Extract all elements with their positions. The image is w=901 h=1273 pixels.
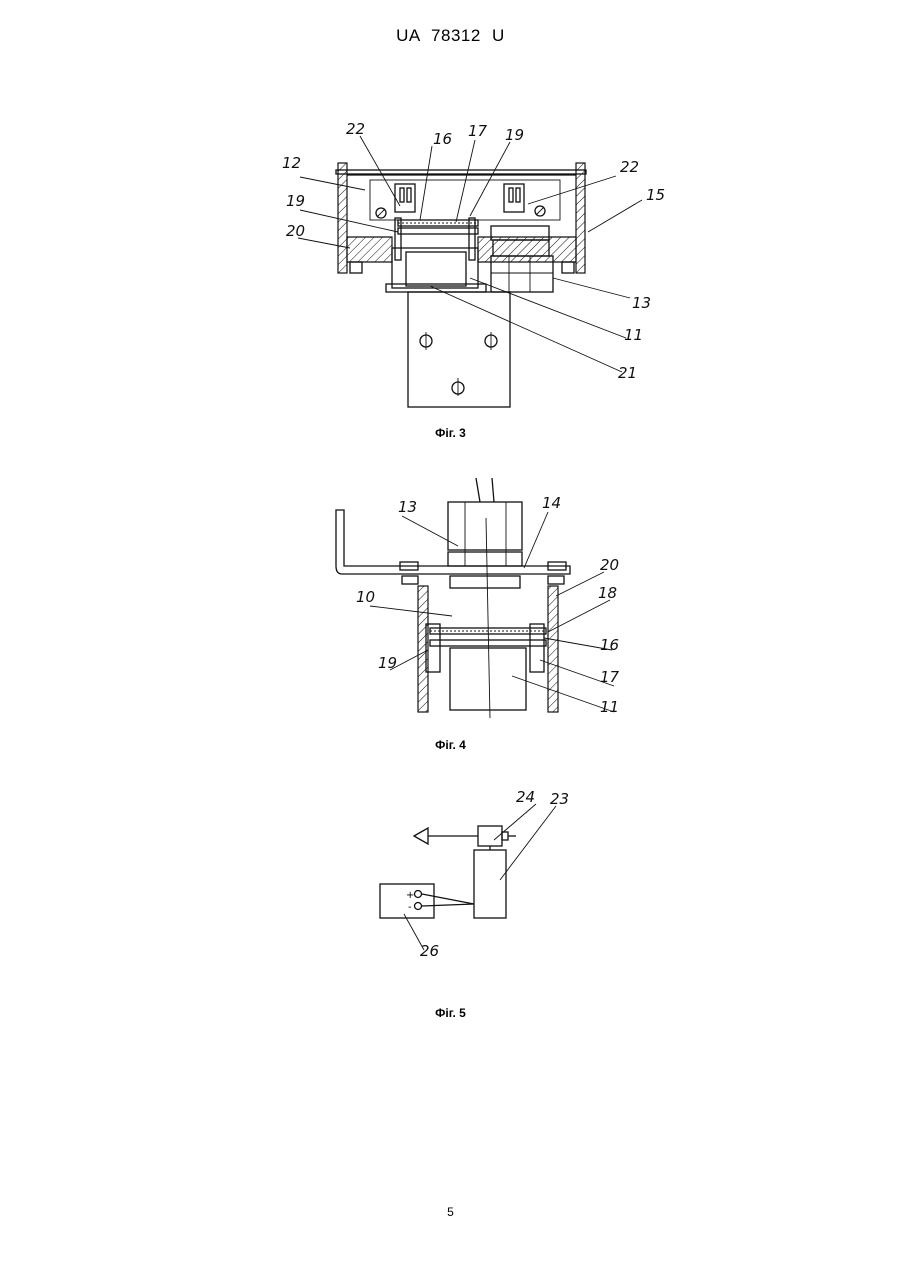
figure-4-drawing: 13 14 20 10 18 16 19 17 11 [336, 478, 620, 718]
fig4-label-13: 13 [398, 498, 417, 516]
fig3-label-22-left: 22 [346, 120, 365, 138]
fig3-label-12: 12 [282, 154, 301, 172]
fig3-label-19-left: 19 [286, 192, 305, 210]
fig5-label-23: 23 [550, 790, 569, 808]
fig3-label-13: 13 [632, 294, 651, 312]
fig4-label-18: 18 [598, 584, 617, 602]
fig3-label-20: 20 [286, 222, 305, 240]
fig3-label-17: 17 [468, 122, 488, 140]
fig3-label-15: 15 [646, 186, 665, 204]
page-number: 5 [0, 1205, 901, 1219]
figure-5-caption: Фіг. 5 [0, 1006, 901, 1020]
fig4-label-10: 10 [356, 588, 375, 606]
fig4-label-14: 14 [542, 494, 561, 512]
fig3-label-19-top: 19 [505, 126, 524, 144]
fig4-label-11: 11 [600, 698, 619, 716]
fig4-label-20: 20 [600, 556, 619, 574]
figure-3-caption: Фіг. 3 [0, 426, 901, 440]
fig3-label-11: 11 [624, 326, 643, 344]
figure-5-drawing: 24 23 26 + - [380, 788, 569, 960]
fig5-label-24: 24 [516, 788, 535, 806]
fig3-label-16: 16 [433, 130, 452, 148]
figure-4-caption: Фіг. 4 [0, 738, 901, 752]
fig4-label-16: 16 [600, 636, 619, 654]
fig3-label-21: 21 [618, 364, 637, 382]
fig5-terminal-plus: + [406, 890, 414, 901]
fig4-label-17: 17 [600, 668, 620, 686]
fig4-label-19: 19 [378, 654, 397, 672]
fig3-label-22-right: 22 [620, 158, 639, 176]
figure-3-drawing: 22 16 17 19 12 22 15 19 20 13 11 21 [282, 120, 665, 407]
fig5-terminal-minus: - [408, 902, 412, 913]
fig5-label-26: 26 [420, 942, 439, 960]
